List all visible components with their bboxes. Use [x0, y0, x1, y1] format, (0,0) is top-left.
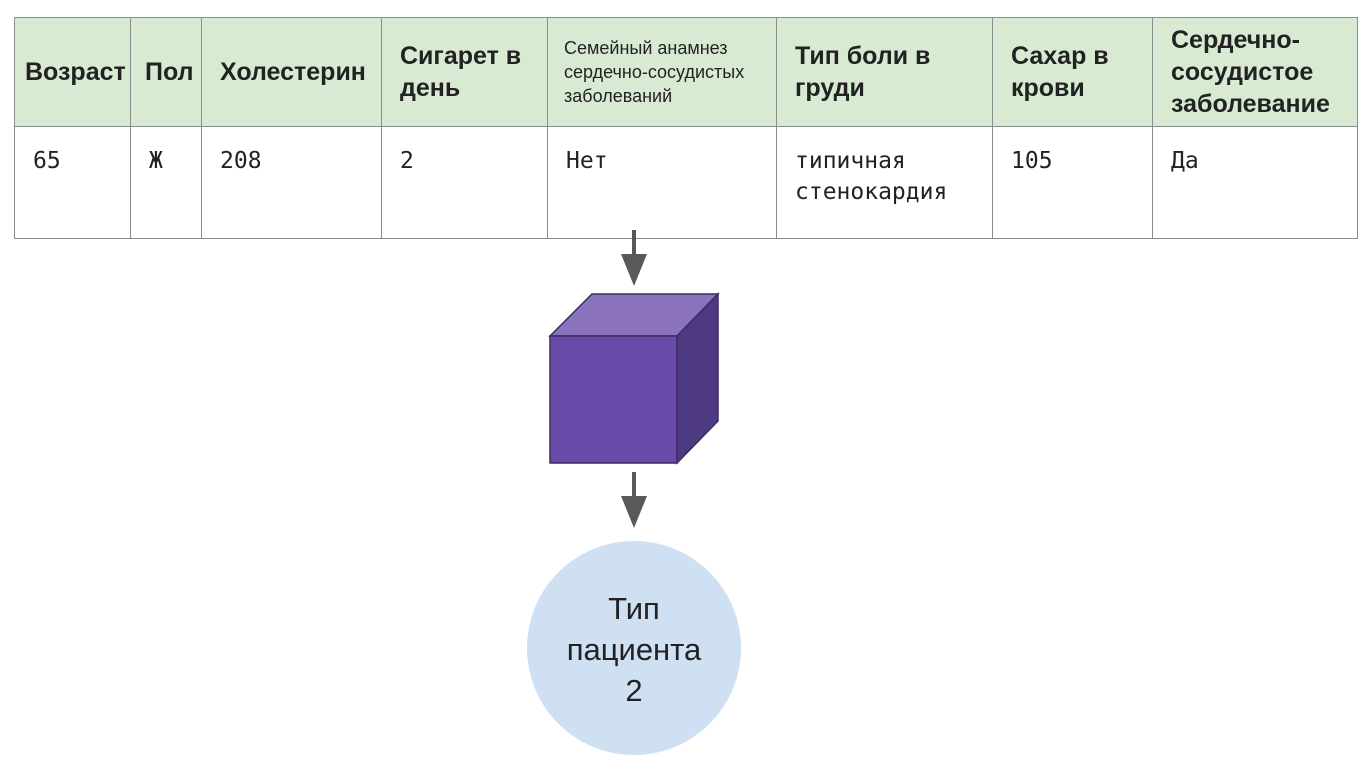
header-blood-sugar: Сахар в крови — [992, 17, 1153, 127]
cell-age: 65 — [14, 126, 131, 239]
cell-blood-sugar: 105 — [992, 126, 1153, 239]
cell-heart-disease: Да — [1152, 126, 1358, 239]
output-label: Тип пациента 2 — [528, 588, 740, 711]
header-cholesterol: Холестерин — [201, 17, 382, 127]
header-row: Возраст Пол Холестерин Сигарет в день Се… — [14, 17, 1358, 127]
cube-front-face — [549, 335, 678, 464]
header-heart-disease: Сердечно-сосудистое заболевание — [1152, 17, 1358, 127]
header-family-history: Семейный анамнез сердечно-сосудистых заб… — [547, 17, 777, 127]
arrow-to-model — [621, 230, 647, 286]
header-sex: Пол — [130, 17, 202, 127]
table-row: 65 Ж 208 2 Нет типичная стенокардия 105 … — [14, 126, 1358, 239]
header-age: Возраст — [14, 17, 131, 127]
output-label-line-3: 2 — [625, 673, 643, 708]
cell-cholesterol: 208 — [201, 126, 382, 239]
arrow-head — [621, 496, 647, 528]
output-circle — [527, 541, 741, 755]
output-label-line-2: пациента — [566, 632, 702, 667]
arrow-head — [621, 254, 647, 286]
model-cube-icon — [548, 292, 720, 465]
output-label-line-1: Тип — [608, 591, 660, 626]
arrow-to-output — [621, 472, 647, 528]
header-chest-pain: Тип боли в груди — [776, 17, 993, 127]
cell-chest-pain: типичная стенокардия — [776, 126, 993, 239]
cell-family-history: Нет — [547, 126, 777, 239]
cell-cigarettes: 2 — [381, 126, 548, 239]
cell-sex: Ж — [130, 126, 202, 239]
input-table: Возраст Пол Холестерин Сигарет в день Се… — [14, 17, 1358, 239]
header-cigarettes: Сигарет в день — [381, 17, 548, 127]
